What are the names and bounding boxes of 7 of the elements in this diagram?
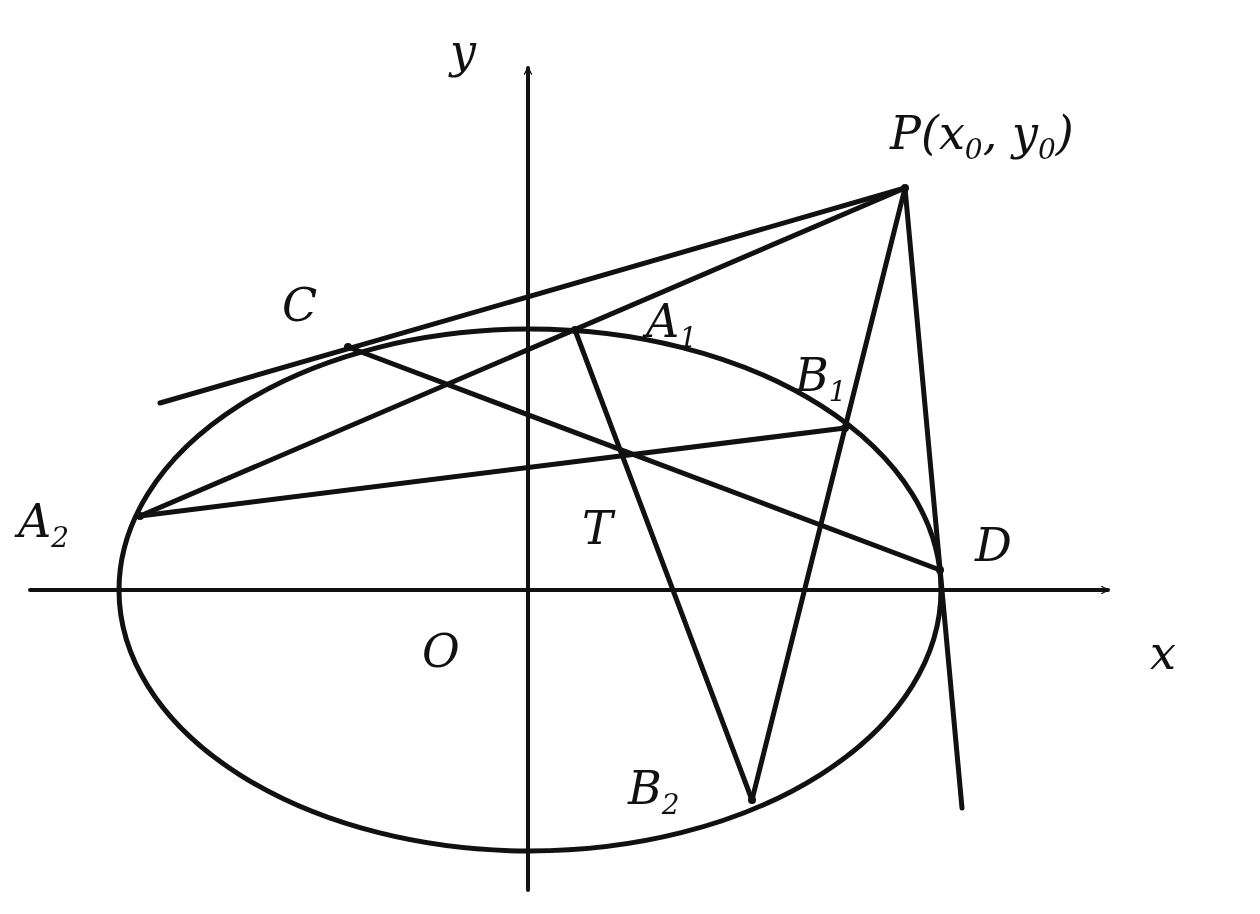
point-label: B$_{2}$ (628, 765, 680, 820)
point-label: C (282, 282, 318, 328)
point-label: P(x$_{0}$, y$_{0}$) (890, 110, 1074, 165)
point-label: D (975, 522, 1012, 568)
origin-label: O (422, 628, 460, 674)
axis-label: x (1150, 630, 1176, 676)
point-label: B$_{1}$ (795, 352, 847, 407)
